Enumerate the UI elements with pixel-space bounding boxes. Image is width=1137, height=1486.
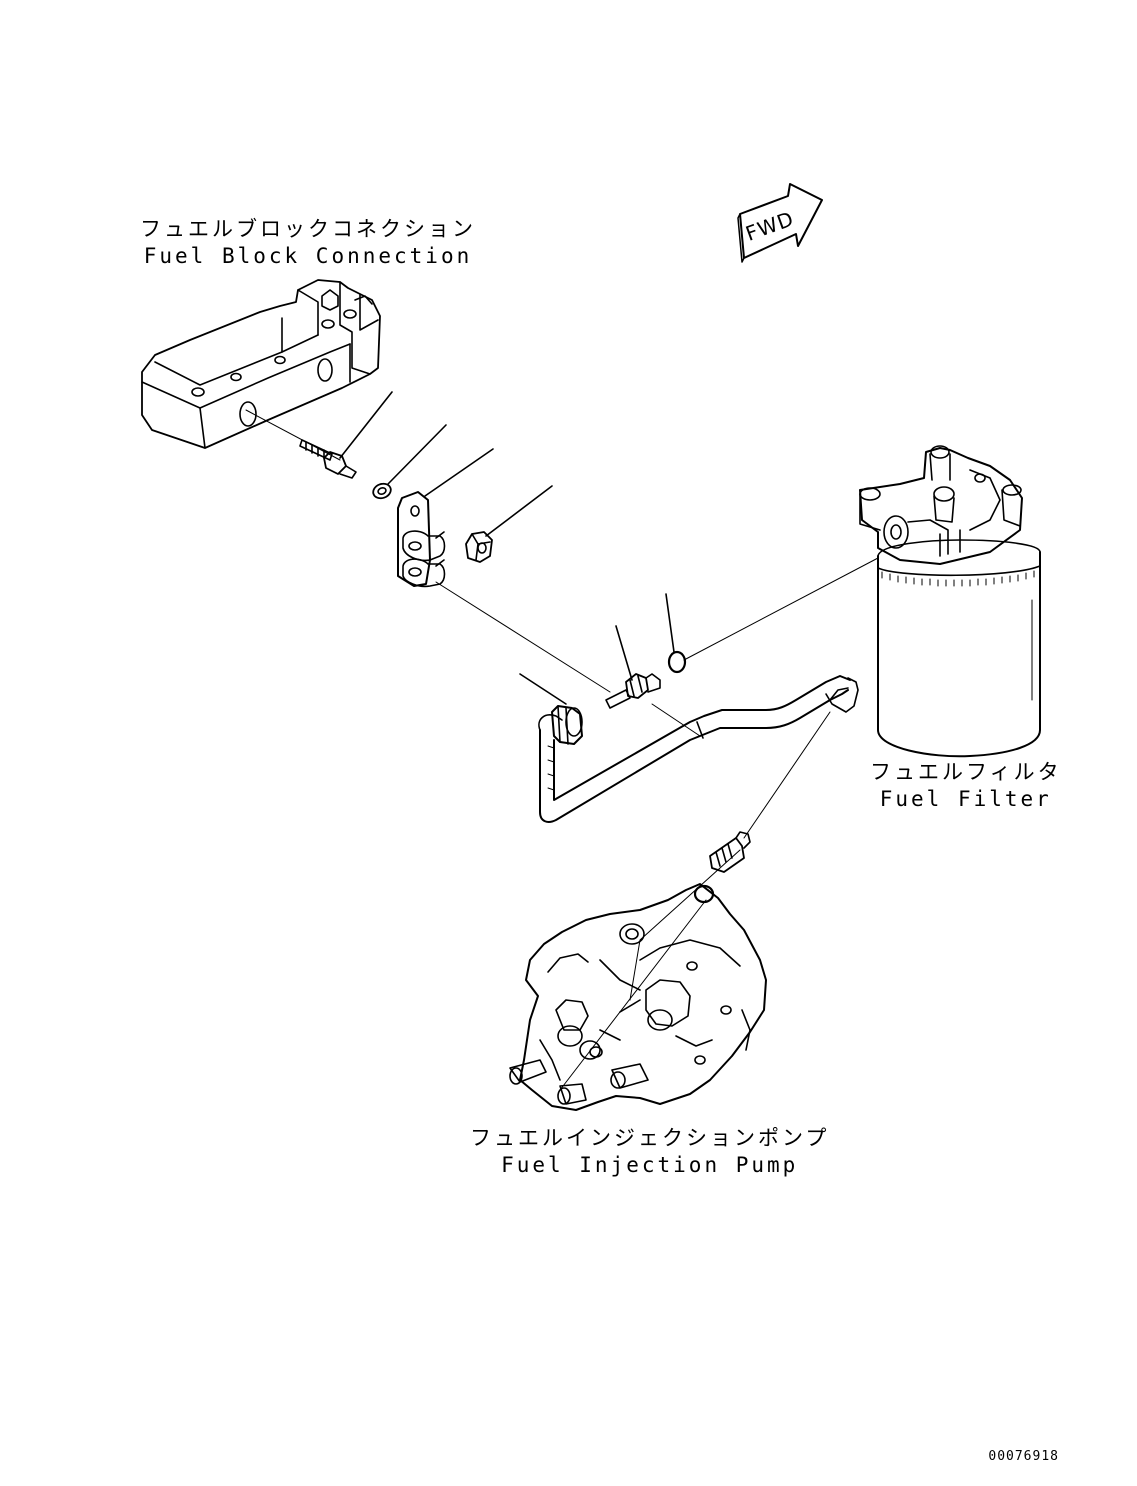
fuel-filter-label: フュエルフィルタ Fuel Filter	[870, 762, 1062, 810]
nut-part	[465, 531, 493, 563]
connector-part	[605, 673, 661, 709]
fuel-injection-pump-label: フュエルインジェクションポンプ Fuel Injection Pump	[470, 1128, 829, 1176]
leader-line-oring	[665, 593, 675, 653]
fuel-filter-part	[859, 445, 1041, 758]
fuel-block-connection-label: フュエルブロックコネクション Fuel Block Connection	[140, 219, 476, 267]
leader-line-nut	[485, 485, 553, 537]
centerline-clamp-connector	[435, 581, 611, 693]
fuel-tube-part	[538, 675, 859, 823]
centerline-tube	[651, 703, 701, 737]
leader-line-connector	[615, 625, 633, 681]
fwd-arrow-icon	[737, 183, 823, 263]
clamp-plate-part	[397, 491, 446, 588]
drawing-number: 00076918	[988, 1449, 1059, 1464]
fuel-block-connection-part	[141, 279, 381, 449]
fuel-filter-label-jp: フュエルフィルタ	[870, 760, 1062, 784]
centerline-pump-fitting	[629, 849, 741, 1001]
centerline-filter	[683, 557, 879, 661]
pump-fitting-part	[709, 831, 751, 873]
leader-line-bolt	[339, 391, 393, 459]
centerline-bolt	[245, 409, 341, 461]
centerline-pump	[743, 711, 831, 839]
o-ring-part	[667, 650, 687, 674]
fuel-block-connection-label-jp: フュエルブロックコネクション	[140, 217, 476, 241]
fuel-injection-pump-label-jp: フュエルインジェクションポンプ	[470, 1126, 830, 1150]
fuel-block-connection-label-en: Fuel Block Connection	[143, 244, 473, 268]
washer-part	[372, 482, 392, 500]
fuel-injection-pump-part	[509, 883, 767, 1111]
fuel-injection-pump-label-en: Fuel Injection Pump	[501, 1153, 799, 1177]
centerline-pump-inlet	[559, 899, 707, 1091]
leader-line-clamp	[424, 448, 494, 497]
stud-bolt-part	[299, 439, 357, 479]
leader-line-washer	[387, 424, 447, 485]
leader-line-tube	[519, 673, 567, 705]
fuel-filter-label-en: Fuel Filter	[879, 787, 1052, 811]
